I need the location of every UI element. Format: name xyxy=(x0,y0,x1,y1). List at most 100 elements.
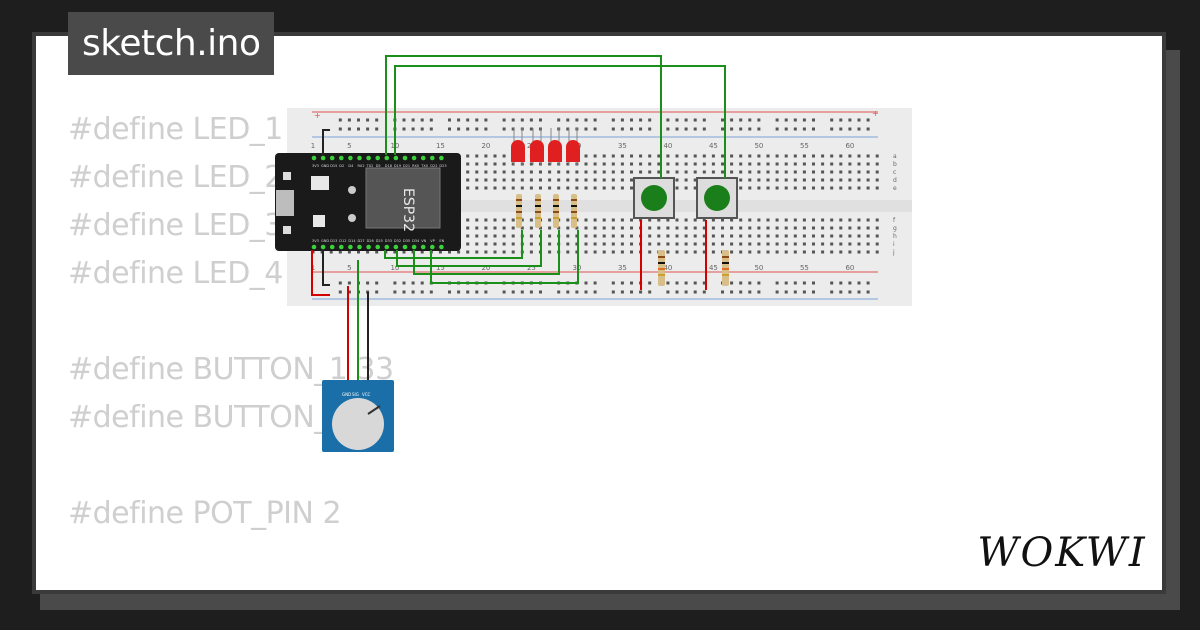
breadboard-hole xyxy=(875,186,879,190)
breadboard-hole xyxy=(775,154,779,158)
rail-hole xyxy=(784,281,788,285)
breadboard-hole xyxy=(602,170,606,174)
breadboard-hole xyxy=(529,250,533,254)
esp32-pin-label: RX2 xyxy=(358,164,365,168)
rail-hole xyxy=(693,118,697,122)
breadboard-hole xyxy=(484,178,488,182)
breadboard-hole xyxy=(875,234,879,238)
rail-hole xyxy=(648,118,652,122)
breadboard-hole xyxy=(502,154,506,158)
breadboard-hole xyxy=(866,250,870,254)
breadboard-hole xyxy=(648,170,652,174)
rail-hole xyxy=(466,127,470,131)
breadboard-hole xyxy=(766,186,770,190)
esp32-pin-label: D26 xyxy=(367,239,374,243)
breadboard-hole xyxy=(584,178,588,182)
breadboard-hole xyxy=(766,178,770,182)
column-number: 40 xyxy=(663,142,672,150)
breadboard-hole xyxy=(839,242,843,246)
rail-hole xyxy=(584,127,588,131)
rail-hole xyxy=(466,118,470,122)
breadboard-hole xyxy=(575,186,579,190)
breadboard-hole xyxy=(702,250,706,254)
led-body xyxy=(566,140,580,162)
breadboard-hole xyxy=(584,154,588,158)
breadboard-hole xyxy=(675,154,679,158)
breadboard-hole xyxy=(611,218,615,222)
breadboard-hole xyxy=(693,178,697,182)
breadboard-hole xyxy=(548,170,552,174)
breadboard-hole xyxy=(557,170,561,174)
boot-button xyxy=(283,226,291,234)
breadboard-hole xyxy=(366,250,370,254)
column-number: 5 xyxy=(347,142,351,150)
breadboard-hole xyxy=(793,154,797,158)
breadboard-hole xyxy=(475,154,479,158)
breadboard-hole xyxy=(730,234,734,238)
breadboard-hole xyxy=(711,154,715,158)
breadboard-hole xyxy=(620,170,624,174)
breadboard-hole xyxy=(866,178,870,182)
code-line: #define BUTTON_1 33 xyxy=(68,352,394,387)
rail-hole xyxy=(484,290,488,294)
column-number: 35 xyxy=(618,142,627,150)
resistor-band xyxy=(658,256,665,258)
breadboard-hole xyxy=(475,162,479,166)
row-letter: b xyxy=(893,161,897,168)
column-number: 40 xyxy=(663,264,672,272)
esp32-pin-label: EN xyxy=(439,239,444,243)
breadboard-hole xyxy=(493,162,497,166)
breadboard-hole xyxy=(784,242,788,246)
rail-hole xyxy=(338,118,342,122)
breadboard-hole xyxy=(611,250,615,254)
breadboard-hole xyxy=(511,250,515,254)
breadboard-hole xyxy=(529,218,533,222)
breadboard-hole xyxy=(784,178,788,182)
breadboard-hole xyxy=(793,178,797,182)
rail-hole xyxy=(802,290,806,294)
breadboard-hole xyxy=(839,178,843,182)
rail-hole xyxy=(375,118,379,122)
breadboard-hole xyxy=(511,226,515,230)
rail-hole xyxy=(620,118,624,122)
esp32-pin-label: VP xyxy=(430,239,435,243)
breadboard-hole xyxy=(657,218,661,222)
esp32-pin-label: D5 xyxy=(376,164,381,168)
breadboard-hole xyxy=(593,234,597,238)
breadboard-hole xyxy=(539,178,542,182)
breadboard-hole xyxy=(466,218,470,222)
esp32-pin xyxy=(393,155,399,161)
wire-gnd-bottom xyxy=(322,250,330,286)
breadboard-hole xyxy=(539,170,542,174)
rail-hole xyxy=(366,281,370,285)
potentiometer-knob xyxy=(332,398,384,450)
rail-hole xyxy=(502,118,506,122)
breadboard-hole xyxy=(848,186,852,190)
row-letter: d xyxy=(893,177,897,184)
breadboard-hole xyxy=(375,250,379,254)
rail-hole xyxy=(639,118,643,122)
column-number: 60 xyxy=(845,142,854,150)
breadboard-hole xyxy=(848,250,852,254)
esp32-pin xyxy=(357,244,362,250)
breadboard-hole xyxy=(857,186,861,190)
breadboard-hole xyxy=(466,178,470,182)
breadboard-hole xyxy=(584,242,588,246)
breadboard-hole xyxy=(511,178,515,182)
rail-hole xyxy=(648,281,652,285)
wire-gnd-top xyxy=(322,129,330,155)
rail-hole xyxy=(429,290,433,294)
breadboard-hole xyxy=(812,250,815,254)
breadboard-hole xyxy=(784,154,788,158)
rail-hole xyxy=(366,118,370,122)
breadboard-hole xyxy=(684,242,688,246)
breadboard-hole xyxy=(848,162,852,166)
esp32-pin xyxy=(439,155,444,161)
rail-hole xyxy=(411,127,415,131)
pulldown-resistor-1 xyxy=(658,250,665,286)
breadboard-hole xyxy=(757,178,761,182)
rail-hole xyxy=(457,118,461,122)
breadboard-hole xyxy=(748,226,752,230)
breadboard-hole xyxy=(584,226,588,230)
breadboard-hole xyxy=(584,234,588,238)
